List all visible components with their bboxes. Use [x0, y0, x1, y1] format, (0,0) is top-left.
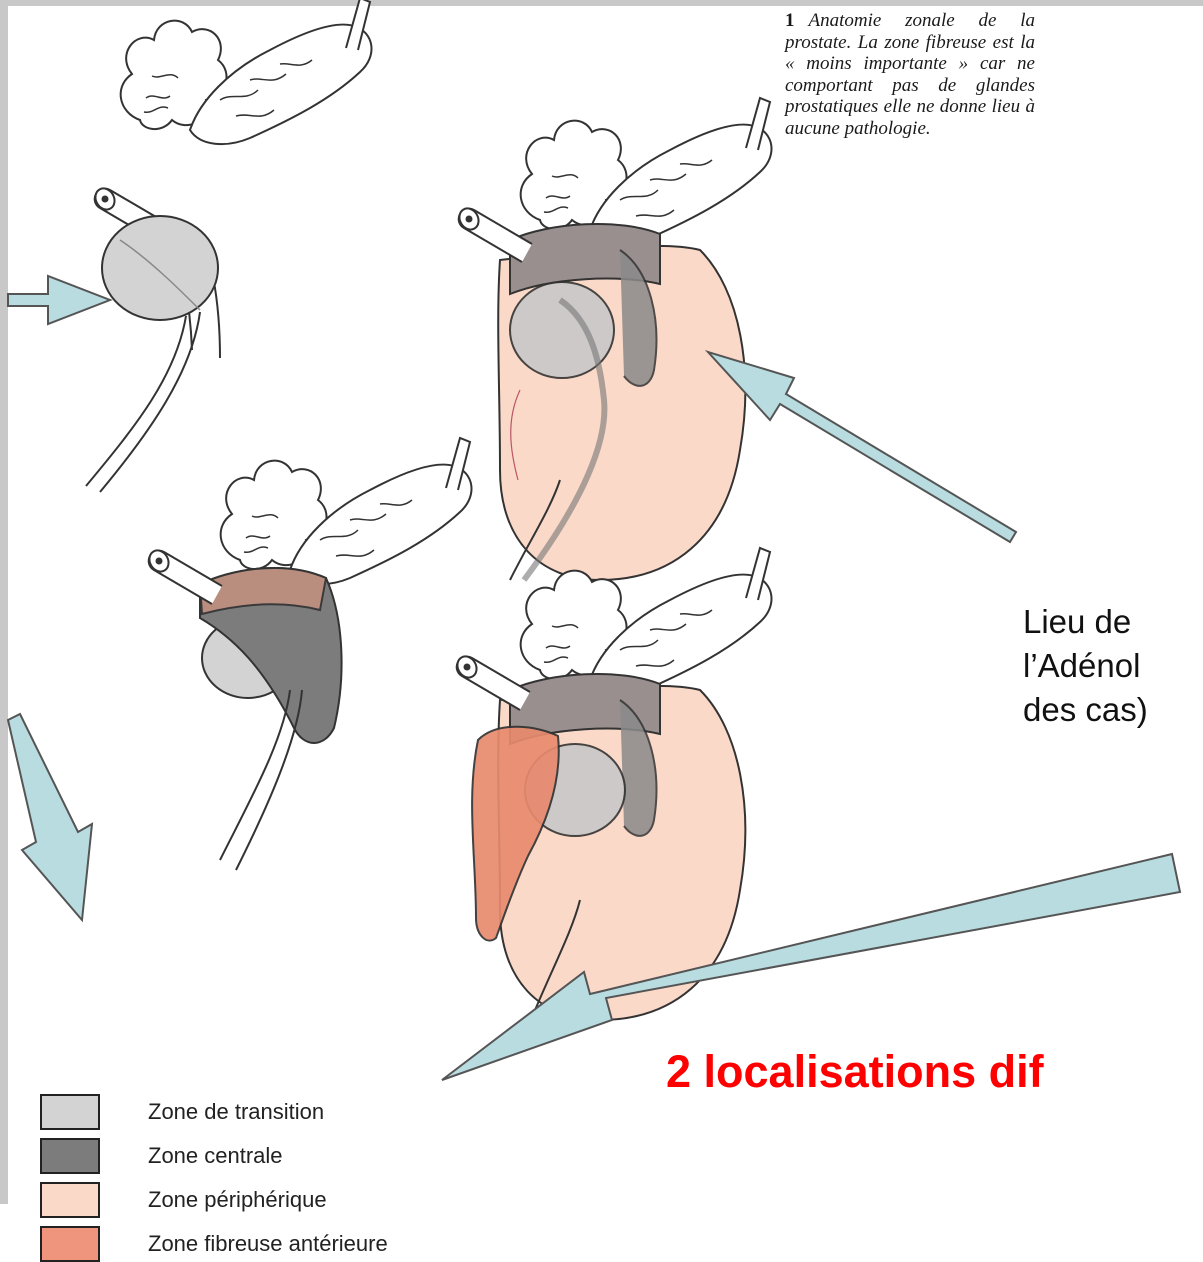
- figure-canvas: 1Anatomie zonale de la prostate. La zone…: [0, 0, 1203, 1204]
- legend-label: Zone périphérique: [148, 1187, 327, 1213]
- legend-item-transition: Zone de transition: [40, 1094, 324, 1130]
- legend-swatch: [40, 1226, 100, 1262]
- legend-item-central: Zone centrale: [40, 1138, 283, 1174]
- legend-item-fibrous: Zone fibreuse antérieure: [40, 1226, 388, 1262]
- arrow-to-transition-zone: [8, 276, 110, 324]
- legend-swatch: [40, 1094, 100, 1130]
- legend-label: Zone fibreuse antérieure: [148, 1231, 388, 1257]
- note-line-1: Lieu de: [1023, 600, 1148, 644]
- legend-label: Zone centrale: [148, 1143, 283, 1169]
- diagram-transition-zone: [86, 0, 371, 492]
- adenoma-location-note: Lieu de l’Adénol des cas): [1023, 600, 1148, 732]
- caption-number: 1: [785, 10, 795, 31]
- legend-swatch: [40, 1182, 100, 1218]
- legend-label: Zone de transition: [148, 1099, 324, 1125]
- note-line-2: l’Adénol: [1023, 644, 1148, 688]
- diagram-peripheral-zone: [456, 98, 772, 580]
- legend-item-peripheral: Zone périphérique: [40, 1182, 327, 1218]
- legend-swatch: [40, 1138, 100, 1174]
- note-line-3: des cas): [1023, 688, 1148, 732]
- diagram-central-zone: [146, 438, 472, 870]
- two-locations-heading: 2 localisations dif: [666, 1046, 1044, 1098]
- arrow-to-peripheral-zone: [708, 352, 1016, 542]
- caption-text: Anatomie zonale de la prostate. La zone …: [785, 10, 1035, 139]
- arrow-to-legend: [8, 714, 92, 920]
